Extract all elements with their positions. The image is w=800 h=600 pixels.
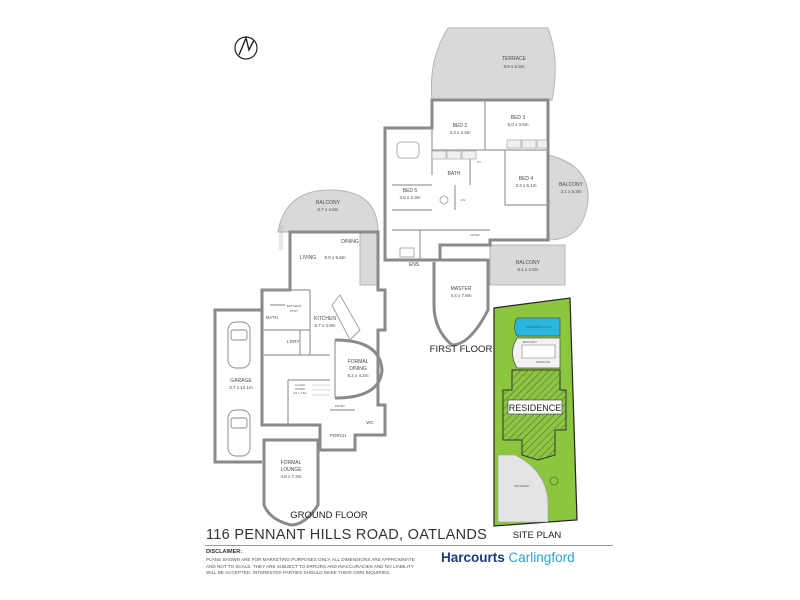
garage-size: 3.7 x 12.1m bbox=[229, 385, 253, 390]
formal-dining-label: FORMAL bbox=[348, 359, 369, 365]
balcony-ground-size: 6.7 x 4.8m bbox=[317, 207, 338, 212]
cloak-label-2: ROOM bbox=[295, 387, 305, 391]
formal-dining-walls bbox=[334, 338, 384, 400]
ground-floor-plan: BALCONY 6.7 x 4.8m LIVING DINING 8.0 x 5… bbox=[213, 189, 387, 527]
north-arrow-icon bbox=[234, 35, 258, 60]
garage-walls bbox=[213, 308, 262, 464]
st-label: ST bbox=[477, 160, 481, 164]
master-bedroom-walls bbox=[432, 258, 490, 347]
site-terrace-label: TERRACE bbox=[536, 360, 550, 364]
site-plan: SWIMMING POOL BALCONY TERRACE RESIDENCE … bbox=[493, 297, 578, 527]
driveway-label: DRIVEWAY bbox=[514, 484, 530, 488]
first-door-label: DOOR bbox=[471, 233, 481, 237]
master-label: MASTER bbox=[451, 286, 472, 292]
bed5-label: BED 5 bbox=[403, 188, 418, 194]
formal-dining-label-2: DINING bbox=[349, 366, 367, 372]
first-floor-label: FIRST FLOOR bbox=[430, 344, 493, 355]
formal-dining-size: 5.2 x 4.2m bbox=[347, 373, 368, 378]
bed2-size: 4.3 x 4.4m bbox=[449, 130, 470, 135]
divider bbox=[205, 545, 613, 546]
bathtub-icon bbox=[396, 141, 420, 159]
bed3-label: BED 3 bbox=[511, 115, 526, 121]
bath-first-label: BATH bbox=[448, 171, 461, 177]
car-icon bbox=[227, 321, 251, 457]
pool-label: SWIMMING POOL bbox=[526, 325, 551, 329]
balcony-east-size: 3.1 x 5.3m bbox=[560, 189, 581, 194]
formal-lounge-size: 4.8 x 7.2m bbox=[280, 474, 301, 479]
balcony-south-label: BALCONY bbox=[516, 260, 541, 266]
kitchen-label: KITCHEN bbox=[314, 316, 336, 322]
formal-lounge-label: FORMAL bbox=[281, 460, 302, 466]
living-label: LIVING bbox=[300, 255, 317, 261]
living-dining-size: 8.0 x 5.6m bbox=[324, 255, 345, 260]
balcony-south-area bbox=[489, 244, 566, 286]
master-size: 4.4 x 7.8m bbox=[450, 293, 471, 298]
ground-floor-label: GROUND FLOOR bbox=[290, 510, 368, 521]
agency-logo[interactable]: Harcourts Carlingford bbox=[441, 550, 575, 570]
disclaimer-title: DISCLAIMER: bbox=[206, 549, 243, 555]
disclaimer-text: PLANS SHOWN ARE FOR MARKETING PURPOSES O… bbox=[206, 557, 415, 576]
balcony-south-size: 6.1 x 2.8m bbox=[517, 267, 538, 272]
residence-label: RESIDENCE bbox=[509, 403, 562, 413]
first-floor-plan: TERRACE 9.8 x 6.5m BED 2 4.3 x 4.4m BED … bbox=[383, 27, 589, 347]
porch-label: PORCH bbox=[330, 433, 346, 438]
bed2-label: BED 2 bbox=[453, 123, 468, 129]
dining-label: DINING bbox=[341, 239, 359, 245]
formal-lounge-walls bbox=[262, 438, 320, 527]
balcony-east-label: BALCONY bbox=[559, 182, 584, 188]
terrace-label: TERRACE bbox=[502, 56, 527, 62]
brand-name: Harcourts bbox=[441, 550, 505, 565]
site-plan-label: SITE PLAN bbox=[513, 530, 562, 541]
formal-lounge-label-2: LOUNGE bbox=[280, 467, 302, 473]
brand-office: Carlingford bbox=[508, 550, 575, 565]
tree-icon bbox=[549, 476, 559, 486]
cloak-label: CLOAK bbox=[295, 383, 305, 387]
wc-label: WC bbox=[366, 420, 374, 425]
site-balcony-label: BALCONY bbox=[523, 340, 537, 344]
butlers-label: BUTLER'S bbox=[287, 304, 301, 308]
ldry-label: L'DRY bbox=[287, 339, 300, 344]
entry-label: ENTRY bbox=[335, 404, 345, 408]
kitchen-size: 5.7 x 4.9m bbox=[314, 323, 335, 328]
property-address: 116 PENNANT HILLS ROAD, OATLANDS bbox=[206, 527, 488, 543]
bed4-size: 3.3 x 5.1m bbox=[515, 183, 536, 188]
terrace-area bbox=[430, 27, 556, 101]
balcony-east-area bbox=[547, 154, 589, 241]
butlers-label-2: PTRY bbox=[290, 309, 298, 313]
balcony-ground-label: BALCONY bbox=[316, 200, 341, 206]
garage-label: GARAGE bbox=[230, 378, 252, 384]
bed5-size: 3.6 x 2.3m bbox=[399, 195, 420, 200]
ens-label: ENS bbox=[409, 262, 420, 268]
residence-footprint bbox=[502, 369, 567, 461]
bed4-label: BED 4 bbox=[519, 176, 534, 182]
bath-ground-label: BATH bbox=[266, 315, 278, 320]
terrace-size: 9.8 x 6.5m bbox=[503, 64, 524, 69]
pool-area bbox=[514, 317, 561, 337]
lin-label: LIN bbox=[461, 198, 466, 202]
cloak-size: 4.0 x 1.5m bbox=[293, 391, 308, 395]
driveway-area bbox=[497, 454, 549, 523]
bed3-size: 5.0 x 3.5m bbox=[507, 122, 528, 127]
